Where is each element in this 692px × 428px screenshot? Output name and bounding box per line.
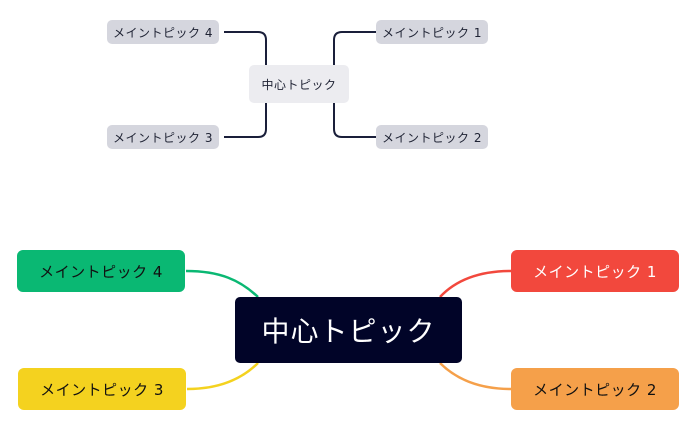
small-topic-4[interactable]: メイントピック 4 bbox=[107, 20, 219, 44]
large-connector-2 bbox=[439, 362, 512, 391]
small-connector-3 bbox=[224, 103, 267, 138]
large-topic-4[interactable]: メイントピック 4 bbox=[17, 250, 185, 292]
large-connector-3 bbox=[186, 362, 259, 391]
small-connector-1 bbox=[333, 31, 376, 65]
large-topic-2[interactable]: メイントピック 2 bbox=[511, 368, 679, 410]
large-connector-1 bbox=[439, 269, 512, 298]
small-topic-3[interactable]: メイントピック 3 bbox=[107, 125, 219, 149]
large-topic-3[interactable]: メイントピック 3 bbox=[18, 368, 186, 410]
small-connector-2 bbox=[333, 103, 376, 138]
large-connector-4 bbox=[185, 269, 259, 298]
small-central-topic[interactable]: 中心トピック bbox=[249, 65, 349, 103]
large-topic-1[interactable]: メイントピック 1 bbox=[511, 250, 679, 292]
small-connector-4 bbox=[224, 31, 267, 65]
large-central-topic[interactable]: 中心トピック bbox=[235, 297, 462, 363]
small-topic-2[interactable]: メイントピック 2 bbox=[376, 125, 488, 149]
small-topic-1[interactable]: メイントピック 1 bbox=[376, 20, 488, 44]
